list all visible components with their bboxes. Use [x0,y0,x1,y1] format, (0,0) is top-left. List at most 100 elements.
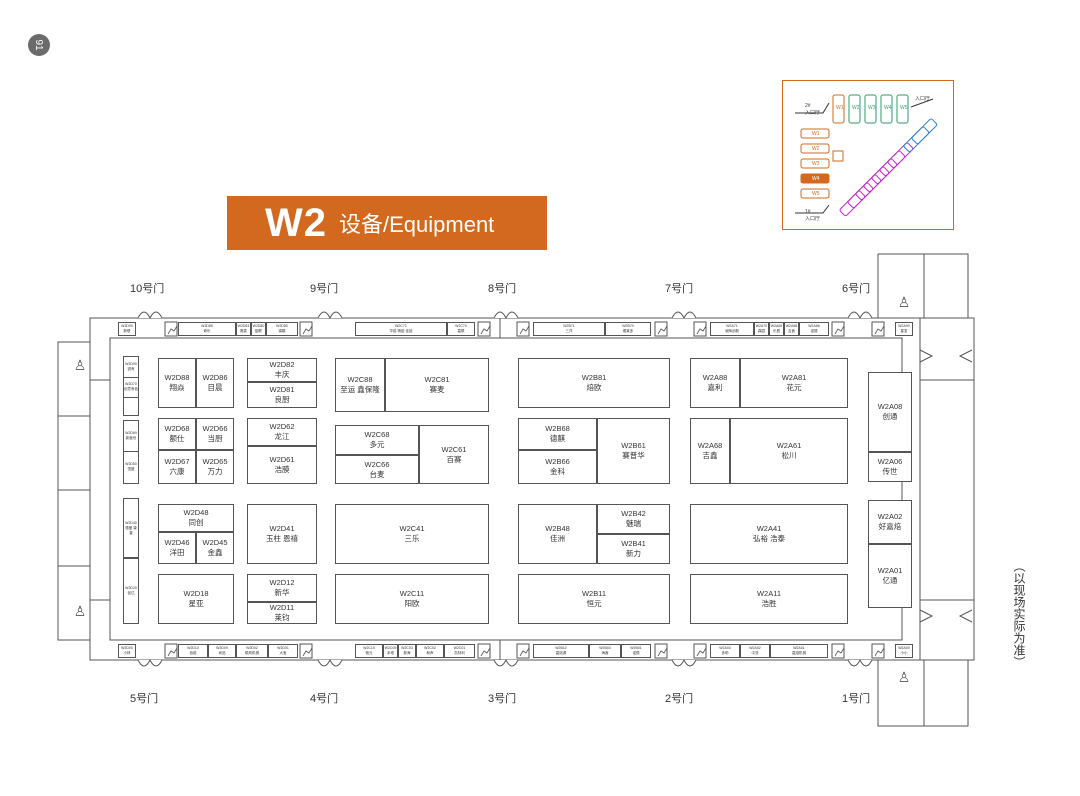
booth-name: 洋田 [169,548,185,557]
booth-code: W2A02 [877,512,903,521]
door-2: 2号门 [665,693,694,705]
booth-code: W2C61 [441,444,467,454]
booth-name: 阳欧 [404,599,420,608]
booth-name: 赛麦 [240,329,247,333]
booth-name: 吉鑫 [788,329,795,333]
booth-code: W2D10 [187,646,199,650]
booth-name: 三洋 [565,329,573,333]
booth-code: W2D46 [164,538,190,547]
booth-name: 金鑫 [207,548,223,557]
booth-code: W2D82 [269,360,295,369]
booth-name: 德麒 [550,434,565,443]
booth-name: 同创 [188,518,204,527]
booth-name: 诺德 [810,329,818,333]
disclaimer-note: （以现场实际为准） [1012,560,1026,668]
booth-name: 良厨 [274,395,290,404]
booth-code: W2C81 [424,375,450,384]
booth-name: 佳洲 [550,534,565,543]
inset-side-w3: W3 [812,161,820,167]
booth-name: 魅瑞 [626,519,641,528]
booth-name: 昶辉创新 [725,329,739,333]
